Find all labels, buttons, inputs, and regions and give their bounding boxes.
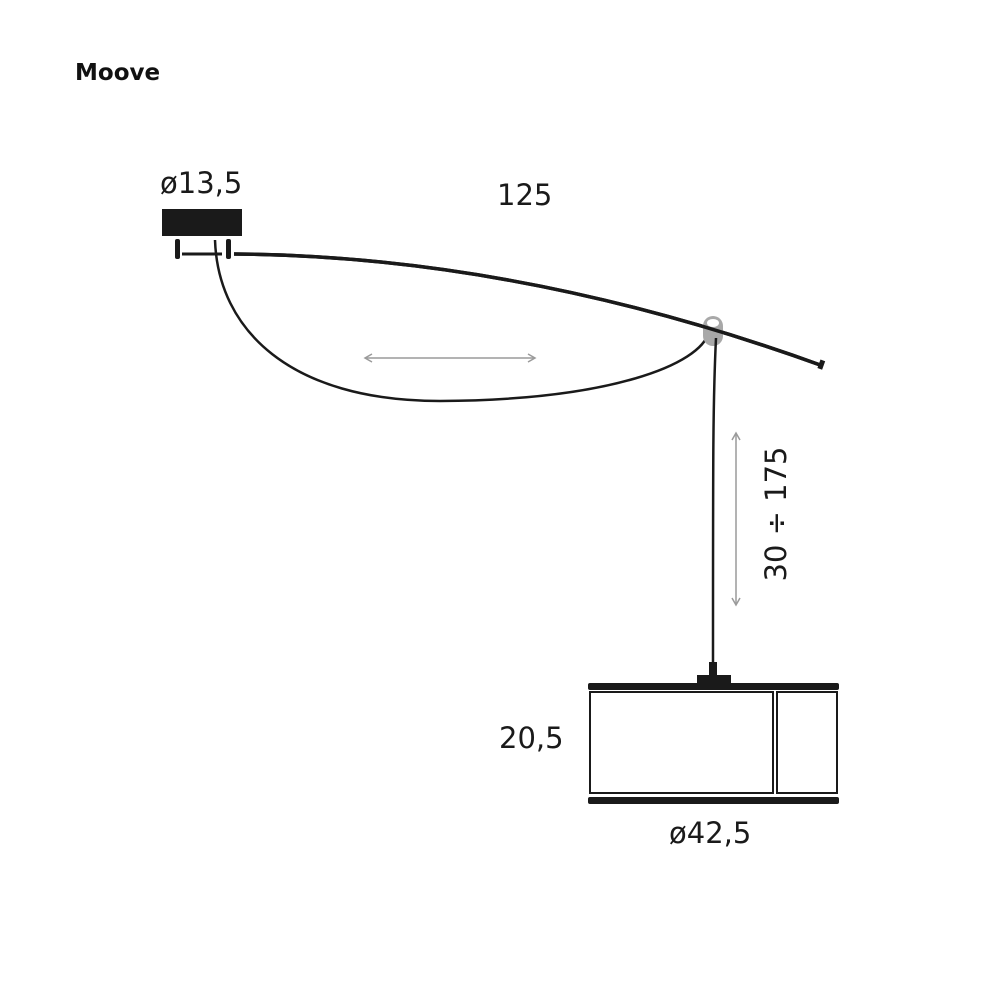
shade-stem <box>709 662 717 676</box>
shade-front-panel <box>589 691 774 794</box>
drop-range-label: 30 ÷ 175 <box>759 447 793 582</box>
shade-side-panel <box>776 691 838 794</box>
arm-length-label: 125 <box>497 178 552 212</box>
canopy-diameter-label: ø13,5 <box>160 166 242 200</box>
shade-diameter-label: ø42,5 <box>669 816 751 850</box>
shade-bottom-rim <box>588 797 839 804</box>
canopy-leg-right <box>226 239 231 259</box>
product-title: Moove <box>75 60 160 86</box>
clip-hole <box>707 319 719 327</box>
shade-connector <box>697 675 731 686</box>
shade-height-label: 20,5 <box>499 721 564 755</box>
shade-top-rim <box>588 683 839 690</box>
drop-cable <box>711 337 718 666</box>
horizontal-movement-arrow <box>363 353 537 363</box>
vertical-drop-arrow <box>731 431 741 607</box>
ceiling-canopy <box>162 209 242 236</box>
swing-arm-overlay <box>233 252 824 368</box>
power-cable-loop <box>213 239 711 403</box>
canopy-leg-left <box>175 239 180 259</box>
swing-arm <box>233 252 824 368</box>
